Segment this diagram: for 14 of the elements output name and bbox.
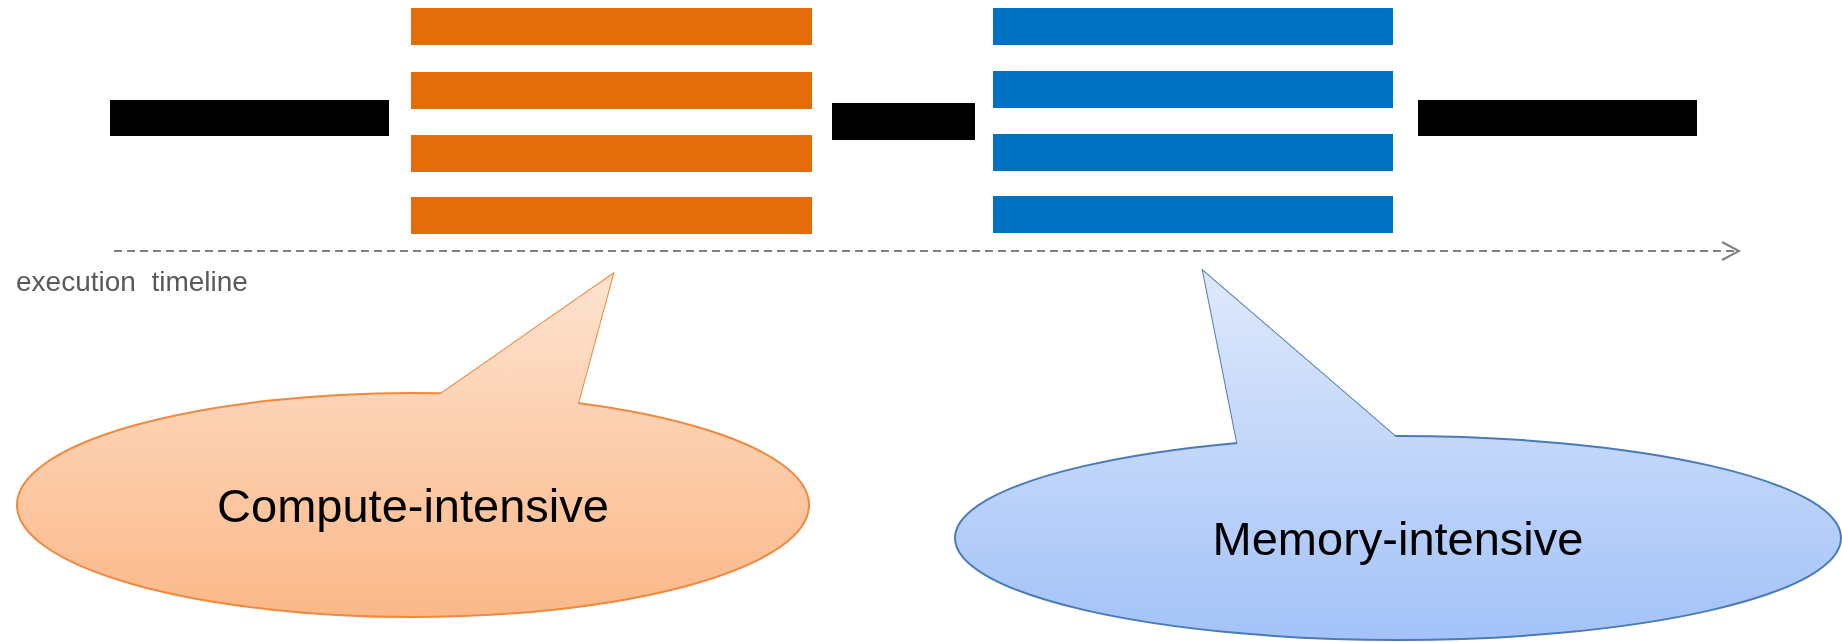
timeline-bar [993, 8, 1393, 45]
timeline-bar [1418, 100, 1697, 136]
timeline-bar [411, 8, 812, 45]
timeline-bar [411, 135, 812, 172]
timeline-bar [110, 100, 389, 136]
axis-label: execution timeline [16, 266, 248, 298]
bubble-text: Compute-intensive [217, 477, 609, 533]
timeline-bar [993, 134, 1393, 171]
timeline-bar [411, 72, 812, 109]
timeline-bar [993, 71, 1393, 108]
bubble-text: Memory-intensive [1212, 510, 1584, 566]
timeline-bar [411, 197, 812, 234]
timeline-bar [993, 196, 1393, 233]
timeline-bar [832, 103, 975, 140]
